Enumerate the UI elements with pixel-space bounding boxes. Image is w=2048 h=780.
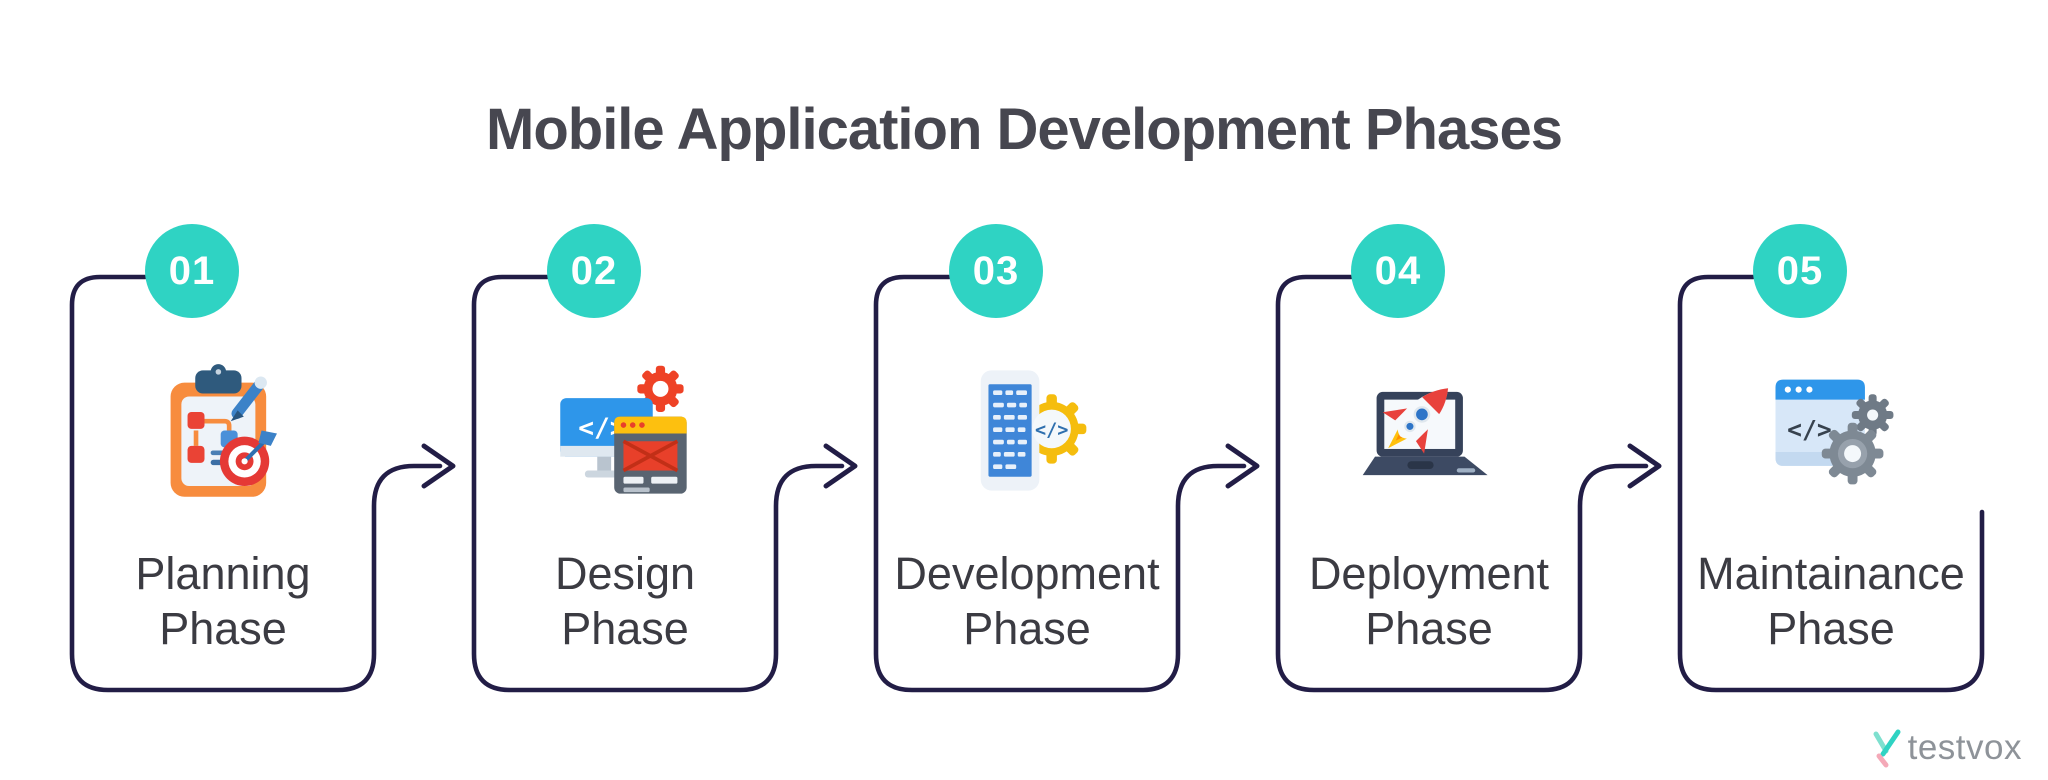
phase-label: Deployment Phase [1258, 546, 1600, 656]
phase-number: 05 [1776, 248, 1824, 293]
code-glyph: </> [1035, 420, 1068, 441]
rocket-icon [1382, 388, 1449, 454]
development-phone-gear-icon: </> [980, 370, 1087, 491]
arrow-right-icon [421, 443, 456, 489]
phase-label-line1: Maintainance [1697, 548, 1965, 599]
phase-label: Development Phase [856, 546, 1198, 656]
phase-bracket [471, 274, 845, 693]
phase-label: Planning Phase [52, 546, 394, 656]
phase-label-line1: Planning [135, 548, 311, 599]
arrow-right-icon [823, 443, 858, 489]
brand-logo: testvox [1867, 724, 2022, 772]
phase-number-badge: 03 [949, 224, 1043, 318]
phase-label-line2: Phase [561, 603, 689, 654]
phase-number-badge: 01 [145, 224, 239, 318]
planning-clipboard-icon [170, 364, 277, 497]
phase-number-badge: 04 [1351, 224, 1445, 318]
phase-bracket [1677, 274, 1985, 693]
phase-label: Design Phase [454, 546, 796, 656]
phase-item-deployment: 04 Deployment Phase [1278, 0, 1580, 780]
phase-item-planning: 01 Planning Phase [72, 0, 374, 780]
design-monitor-icon: </> [560, 365, 687, 494]
testvox-logo-icon [1873, 729, 1901, 768]
deployment-laptop-rocket-icon [1362, 388, 1488, 476]
phase-number-badge: 02 [547, 224, 641, 318]
page-title: Mobile Application Development Phases [486, 97, 1563, 162]
code-lines [993, 390, 1027, 469]
phase-label-line1: Development [894, 548, 1160, 599]
phase-item-maintenance: 05 </> [1680, 0, 1982, 780]
phase-label-line1: Design [554, 548, 696, 599]
phase-label-line2: Phase [159, 603, 287, 654]
phase-item-design: 02 </> [474, 0, 776, 780]
phase-label-line2: Phase [1767, 603, 1895, 654]
brand-name: testvox [1907, 728, 2022, 767]
maintenance-browser-gears-icon: </> [1775, 379, 1894, 485]
phase-bracket [1275, 274, 1649, 693]
phase-brackets [69, 274, 1985, 693]
phase-label-line2: Phase [1365, 603, 1493, 654]
gear-icon [1821, 422, 1884, 485]
arrow-right-icon [1225, 443, 1260, 489]
phase-number-badge: 05 [1753, 224, 1847, 318]
phase-bracket [873, 274, 1247, 693]
phase-bracket [69, 274, 443, 693]
phase-number: 02 [570, 248, 618, 293]
arrow-right-icon [1627, 443, 1662, 489]
phase-label-line1: Deployment [1308, 548, 1550, 599]
phase-item-development: 03 </> Deve [876, 0, 1178, 780]
gear-icon [1851, 394, 1894, 436]
arrow-icons [421, 443, 1662, 489]
phase-label-line2: Phase [963, 603, 1091, 654]
phase-number: 03 [972, 248, 1020, 293]
phase-label: Maintainance Phase [1660, 546, 2002, 656]
phase-number: 04 [1374, 248, 1422, 293]
phase-number: 01 [168, 248, 216, 293]
gear-icon [637, 365, 684, 412]
code-glyph: </> [1787, 415, 1832, 444]
